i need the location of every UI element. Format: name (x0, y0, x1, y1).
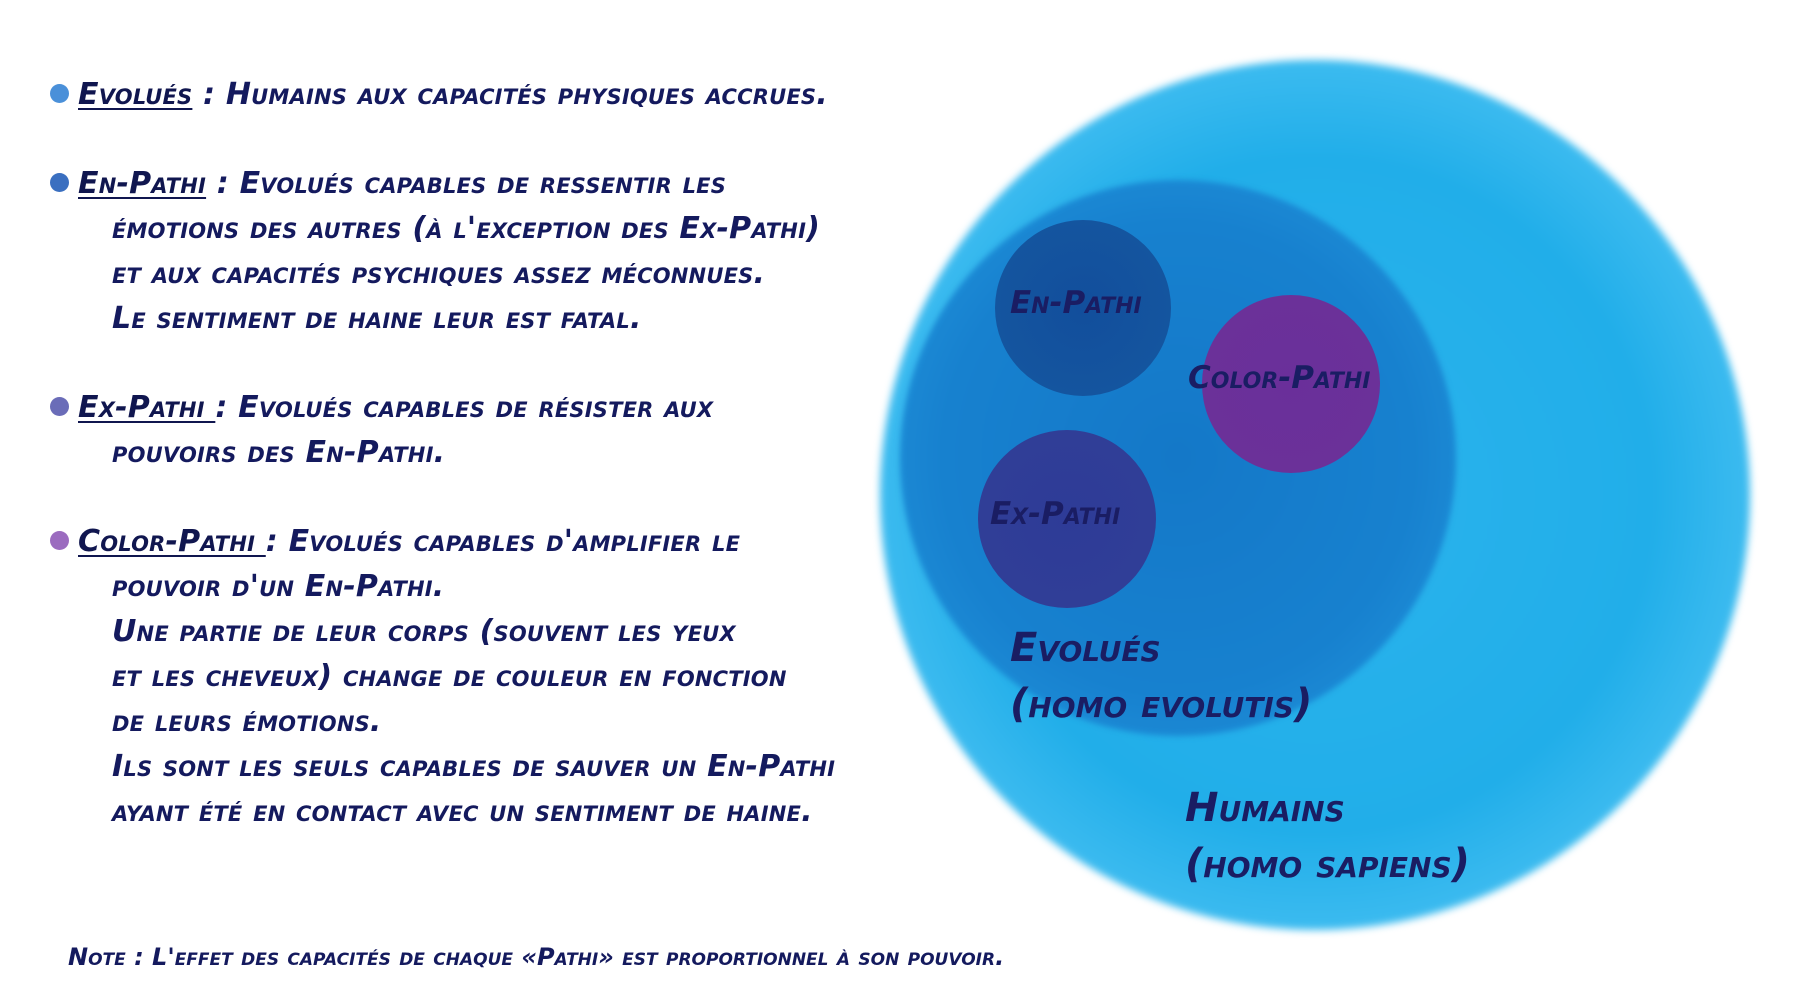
en-pathi-label: En-Pathi (1010, 285, 1142, 321)
evolues-circle (900, 180, 1456, 736)
term-evolues: Evolués (78, 77, 193, 112)
definition-text: émotions des autres (à l'exception des E… (112, 211, 820, 246)
footnote: Note : L'effet des capacités de chaque «… (68, 943, 1005, 971)
color-pathi-label: Color-Pathi (1188, 360, 1371, 396)
color-pathi-circle (1202, 295, 1380, 473)
ex-pathi-circle (978, 430, 1156, 608)
definition-text: Ils sont les seuls capables de sauver un… (112, 749, 836, 784)
bullet-en-pathi-icon (50, 173, 69, 192)
legend-line: Color-Pathi : Evolués capables d'amplifi… (78, 519, 980, 564)
definition-text: Une partie de leur corps (souvent les ye… (112, 614, 736, 649)
definition-text: : Evolués capables de résister aux (215, 390, 714, 425)
legend-entry-ex-pathi: Ex-Pathi : Evolués capables de résister … (50, 385, 980, 475)
definition-text: pouvoir d'un En-Pathi. (112, 569, 445, 604)
definition-text: pouvoirs des En-Pathi. (112, 435, 446, 470)
definition-text: et les cheveux) change de couleur en fon… (112, 659, 787, 694)
nested-circle-diagram: En-Pathi Ex-Pathi Color-Pathi Evolués (h… (870, 40, 1810, 980)
humains-label-species: (homo sapiens) (1185, 841, 1470, 887)
term-color-pathi: Color-Pathi (78, 524, 266, 559)
definition-text: : Evolués capables d'amplifier le (265, 524, 741, 559)
definition-text: et aux capacités psychiques assez méconn… (112, 256, 766, 291)
legend: Evolués : Humains aux capacités physique… (50, 72, 980, 878)
bullet-ex-pathi-icon (50, 397, 69, 416)
term-en-pathi: En-Pathi (78, 166, 207, 201)
definition-text: Le sentiment de haine leur est fatal. (112, 301, 642, 336)
definition-text: de leurs émotions. (112, 704, 382, 739)
evolues-label-species: (homo evolutis) (1010, 681, 1313, 727)
definition-text: : Humains aux capacités physiques accrue… (192, 77, 828, 112)
definition-text: ayant été en contact avec un sentiment d… (112, 794, 813, 829)
legend-entry-evolues: Evolués : Humains aux capacités physique… (50, 72, 980, 117)
term-ex-pathi: Ex-Pathi (78, 390, 216, 425)
legend-line: Evolués : Humains aux capacités physique… (78, 72, 980, 117)
en-pathi-circle (995, 220, 1171, 396)
bullet-color-pathi-icon (50, 531, 69, 550)
legend-entry-color-pathi: Color-Pathi : Evolués capables d'amplifi… (50, 519, 980, 834)
evolues-label-name: Evolués (1010, 625, 1161, 671)
definition-text: : Evolués capables de ressentir les (206, 166, 727, 201)
ex-pathi-label: Ex-Pathi (990, 496, 1121, 532)
legend-line: Ex-Pathi : Evolués capables de résister … (78, 385, 980, 430)
bullet-evolues-icon (50, 84, 69, 103)
legend-line: En-Pathi : Evolués capables de ressentir… (78, 161, 980, 206)
evolues-label: Evolués (homo evolutis) (1010, 620, 1312, 732)
humains-label: Humains (homo sapiens) (1185, 780, 1470, 892)
legend-entry-en-pathi: En-Pathi : Evolués capables de ressentir… (50, 161, 980, 341)
humains-label-name: Humains (1185, 785, 1345, 831)
